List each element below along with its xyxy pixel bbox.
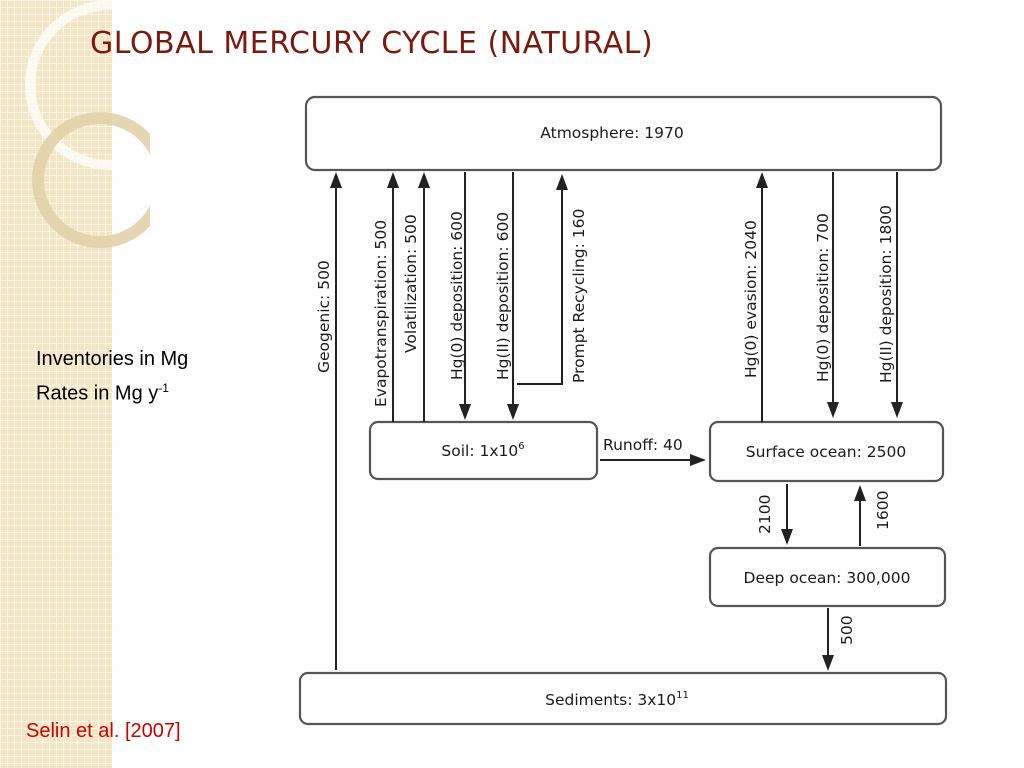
citation: Selin et al. [2007] (26, 720, 181, 742)
hg0-evasion-arrow (756, 172, 768, 422)
hg0-deposition-ocean-arrow (827, 172, 839, 418)
decorative-swirl (25, 0, 150, 248)
geogenic-arrow (330, 172, 342, 670)
rates-note: Rates in Mg y-1 (36, 376, 169, 406)
hgII-deposition-ocean-arrow (891, 172, 903, 418)
rates-exponent: -1 (158, 381, 169, 395)
sediments-label: Sediments: 3x1011 (545, 690, 689, 709)
surface-to-deep-arrow (781, 484, 793, 545)
deep-to-surface-label: 1600 (874, 491, 892, 530)
hgII-deposition-land-arrow (507, 172, 519, 420)
rates-text: Rates in Mg y (36, 382, 159, 405)
evapotranspiration-arrow (387, 172, 399, 422)
surface-ocean-label: Surface ocean: 2500 (746, 443, 906, 461)
slide-title: GLOBAL MERCURY CYCLE (NATURAL) (90, 26, 654, 61)
geogenic-label: Geogenic: 500 (315, 260, 333, 373)
atmosphere-label: Atmosphere: 1970 (540, 124, 683, 142)
soil-label: Soil: 1x106 (441, 441, 524, 460)
hgII-deposition-land-label: Hg(II) deposition: 600 (494, 212, 512, 380)
atmosphere-box (304, 95, 943, 172)
hg0-deposition-land-label: Hg(0) deposition: 600 (448, 211, 466, 380)
surface-ocean-box (708, 420, 945, 483)
inventories-note: Inventories in Mg (36, 348, 189, 370)
hg0-deposition-land-arrow (459, 172, 471, 420)
volatilization-arrow (418, 172, 430, 422)
evapotranspiration-label: Evapotranspiration: 500 (372, 220, 390, 407)
runoff-arrow (600, 454, 706, 466)
hg0-evasion-label: Hg(0) evasion: 2040 (742, 220, 760, 378)
sediments-box (298, 671, 948, 726)
deep-to-sediments-label: 500 (838, 615, 856, 645)
volatilization-label: Volatilization: 500 (402, 214, 420, 353)
deep-to-sediments-arrow (822, 608, 834, 671)
deep-ocean-label: Deep ocean: 300,000 (744, 569, 911, 587)
surface-to-deep-label: 2100 (756, 495, 774, 534)
deep-ocean-box (708, 546, 947, 608)
deep-to-surface-arrow (854, 485, 866, 546)
sediments-text: Sediments: 3x10 (545, 691, 676, 709)
soil-box (368, 420, 599, 481)
sediments-exponent: 11 (676, 690, 689, 701)
soil-exponent: 6 (518, 441, 524, 452)
prompt-recycling-label: Prompt Recycling: 160 (570, 209, 588, 383)
runoff-label: Runoff: 40 (603, 436, 683, 454)
hg0-deposition-ocean-label: Hg(0) deposition: 700 (814, 213, 832, 382)
decorative-strip (0, 0, 112, 768)
hgII-deposition-ocean-label: Hg(II) deposition: 1800 (877, 205, 895, 383)
soil-text: Soil: 1x10 (441, 442, 518, 460)
prompt-recycling-arrow (517, 174, 568, 385)
